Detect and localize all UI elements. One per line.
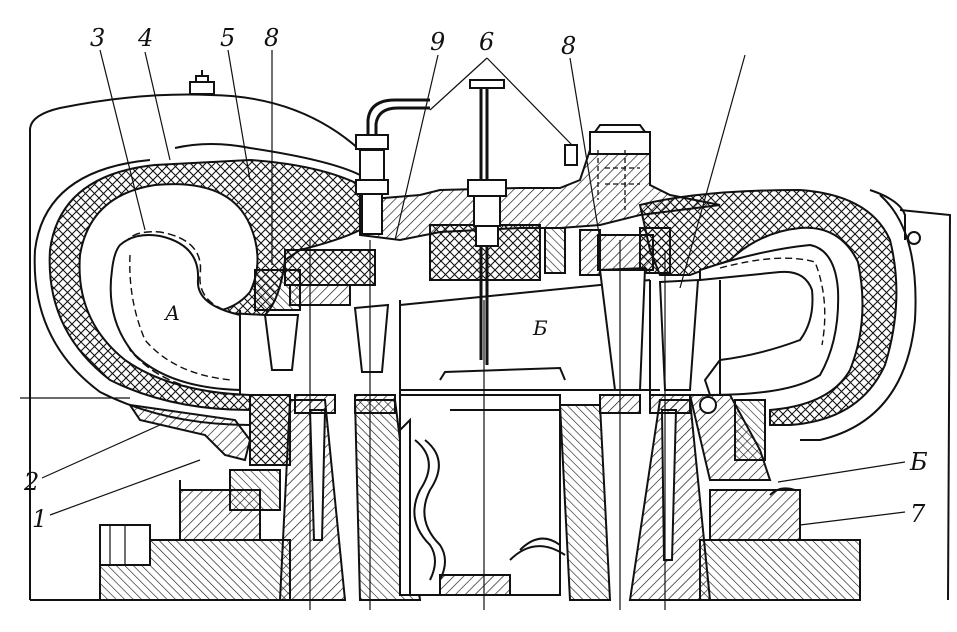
left-volute	[33, 158, 361, 426]
right-nozzle-blades	[597, 234, 700, 391]
outer-housing	[29, 70, 952, 601]
label-5: 5	[220, 24, 235, 52]
label-6-top: 6	[479, 28, 494, 56]
label-6-right: Б	[909, 448, 928, 476]
right-seal-assembly	[688, 394, 861, 601]
label-4: 4	[137, 24, 153, 52]
label-2: 2	[23, 468, 39, 496]
label-7: 7	[910, 500, 926, 528]
center-lines	[20, 240, 861, 610]
right-volute	[638, 188, 917, 441]
label-3: 3	[90, 24, 105, 52]
label-8-right: 8	[561, 32, 576, 60]
leader-lines	[41, 49, 906, 526]
fuel-pipe	[355, 98, 430, 235]
left-seal-assembly	[99, 394, 291, 601]
right-turbine-disc	[558, 394, 712, 601]
zone-a-label: А	[163, 301, 180, 325]
zone-b-label: Б	[532, 316, 548, 340]
label-8-left: 8	[264, 24, 279, 52]
central-shaft	[399, 394, 566, 596]
center-probe	[467, 79, 507, 365]
left-nozzle-blades	[254, 269, 390, 373]
label-9: 9	[430, 28, 445, 56]
label-1: 1	[32, 505, 47, 533]
